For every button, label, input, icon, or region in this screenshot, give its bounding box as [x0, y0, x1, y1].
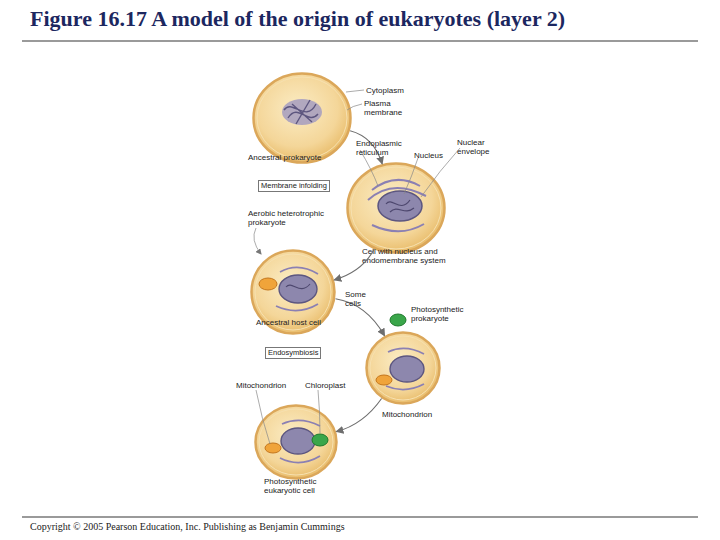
cell-shape: Mitochondrion: [365, 331, 441, 405]
figure-title: Figure 16.17 A model of the origin of eu…: [30, 6, 565, 32]
part-label: Mitochondrion: [236, 381, 296, 390]
part-label: Photosynthetic prokaryote: [411, 305, 476, 323]
cell-outline: [254, 404, 338, 480]
part-label: Chloroplast: [305, 381, 360, 390]
part-label: Nucleus: [414, 151, 454, 160]
part-label: Nuclear envelope: [457, 138, 502, 156]
step-name: Membrane infolding: [261, 181, 327, 191]
step-name: Endosymbiosis: [268, 348, 318, 358]
cell-name: Cell with nucleus and endomembrane syste…: [362, 247, 462, 265]
cell-name: Mitochondrion: [382, 410, 442, 419]
copyright-note: Copyright © 2005 Pearson Education, Inc.…: [30, 521, 530, 533]
cell-name: Ancestral host cell: [256, 318, 336, 327]
cell-outline: [252, 72, 352, 164]
cell-outline: [346, 162, 446, 254]
arrow-label: Some cells: [345, 290, 375, 308]
footer-rule: [22, 516, 698, 518]
cell-outline: [365, 331, 441, 405]
cell-name: Photosynthetic eukaryotic cell: [264, 477, 336, 495]
step-box: Endosymbiosis: [265, 347, 321, 359]
cell-shape: Photosynthetic eukaryotic cell: [254, 404, 338, 480]
part-label: Plasma membrane: [364, 99, 409, 117]
part-label: Endoplasmic reticulum: [356, 139, 406, 157]
part-label: Aerobic heterotrophic prokaryote: [248, 209, 338, 227]
title-rule: [22, 40, 698, 42]
cell-name: Ancestral prokaryote: [248, 153, 343, 162]
process-arrow: [336, 399, 381, 432]
cell-shape: Cell with nucleus and endomembrane syste…: [346, 162, 446, 254]
photosynthetic-prokaryote-shape: [390, 314, 406, 326]
cell-shape: Ancestral host cell: [250, 249, 336, 335]
part-label: Cytoplasm: [366, 86, 426, 95]
cell-shape: Ancestral prokaryote: [252, 72, 352, 164]
step-box: Membrane infolding: [258, 180, 330, 192]
